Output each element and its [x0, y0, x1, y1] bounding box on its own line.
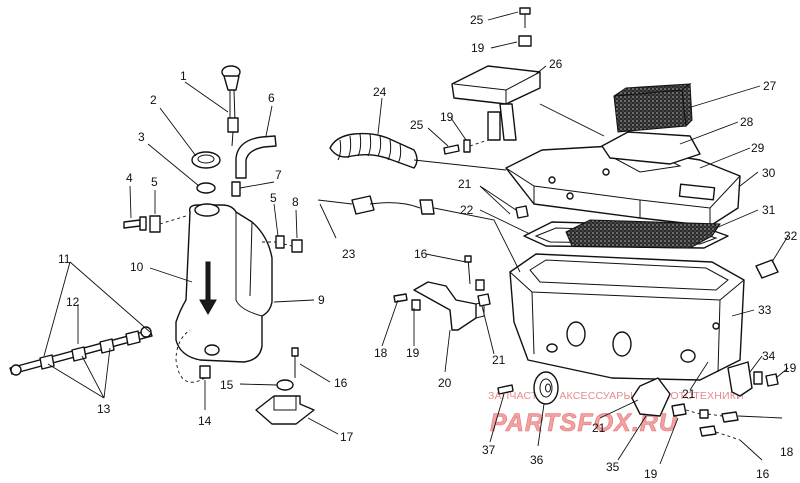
callout-30: 30	[762, 166, 776, 180]
callout-20: 20	[438, 376, 452, 390]
callout-35: 35	[606, 460, 620, 474]
side-mount-bracket	[393, 255, 485, 331]
callout-4: 4	[126, 171, 133, 185]
callout-11: 11	[58, 252, 71, 266]
callout-21-lid: 21	[458, 177, 472, 191]
callout-36: 36	[530, 453, 544, 467]
callout-7: 7	[275, 168, 282, 182]
tank-washer-right	[275, 235, 285, 249]
callout-3: 3	[138, 130, 145, 144]
filler-cap	[191, 151, 221, 169]
throttle-cable	[317, 195, 435, 215]
filter-element	[565, 219, 721, 249]
callout-15: 15	[220, 378, 234, 392]
bracket-screw	[753, 371, 763, 385]
tank-screw	[123, 216, 147, 231]
leader-lines	[43, 11, 789, 465]
side-washer	[463, 139, 471, 153]
callout-2: 2	[150, 93, 157, 107]
hose-clamp-line	[9, 326, 153, 376]
callout-25-top: 25	[470, 13, 484, 27]
callout-12: 12	[66, 295, 80, 309]
callout-18-left: 18	[374, 346, 388, 360]
callout-19-bottom: 19	[644, 467, 658, 481]
airbox-assembly	[317, 7, 779, 441]
vent-fitting	[231, 181, 241, 197]
callout-32: 32	[784, 229, 798, 243]
callout-13: 13	[97, 402, 111, 416]
callout-19-right: 19	[783, 361, 797, 375]
callout-37: 37	[482, 443, 496, 457]
vent-hose	[235, 135, 277, 179]
tank-washer	[149, 215, 161, 233]
callout-24: 24	[373, 85, 387, 99]
watermark-logo: PARTSFOX.RU	[490, 409, 678, 437]
callout-19-mount: 19	[406, 346, 420, 360]
filter-plate	[601, 131, 701, 165]
callout-25-side: 25	[410, 118, 424, 132]
grommet-lid	[515, 205, 529, 219]
callout-21-base: 21	[682, 387, 696, 401]
watermark-tagline: ЗАПЧАСТИ И АКСЕССУАРЫ ДЛЯ МОТОТЕХНИКИ	[488, 390, 744, 402]
callout-labels: 1 2 3 4 5 5 6 7 8 9 10 11 12 13 14 15 16…	[58, 13, 798, 481]
callout-14: 14	[198, 414, 212, 428]
base-bracket	[631, 377, 741, 441]
callout-21-bottom: 21	[592, 421, 606, 435]
top-bolt	[518, 7, 532, 47]
callout-10: 10	[130, 260, 144, 274]
cap-seal	[196, 182, 216, 194]
callout-31: 31	[762, 203, 776, 217]
upper-bracket	[451, 65, 541, 141]
callout-8: 8	[292, 195, 299, 209]
callout-19-top: 19	[471, 41, 485, 55]
lower-bracket	[727, 361, 753, 397]
grommet-bracket	[477, 293, 491, 307]
fill-direction-arrow	[199, 261, 217, 316]
callout-26: 26	[549, 57, 563, 71]
airbox-base	[509, 253, 745, 381]
callout-16-right: 16	[756, 467, 770, 481]
callout-21-mount: 21	[492, 353, 506, 367]
callout-17: 17	[340, 430, 354, 444]
tank-mount-bracket	[255, 347, 315, 425]
callout-29: 29	[751, 141, 765, 155]
callout-16-mid: 16	[414, 247, 428, 261]
callout-23: 23	[342, 247, 356, 261]
drain-fitting	[175, 329, 220, 383]
bracket-washer	[765, 373, 779, 387]
rubber-mount	[755, 259, 779, 279]
callout-1: 1	[180, 69, 187, 83]
callout-16-left: 16	[334, 376, 348, 390]
tank-nut	[291, 239, 303, 253]
callout-5-right: 5	[270, 191, 277, 205]
callout-19-side: 19	[440, 110, 454, 124]
callout-27: 27	[763, 79, 777, 93]
callout-6: 6	[268, 91, 275, 105]
callout-28: 28	[740, 115, 754, 129]
dipstick	[221, 65, 241, 147]
oil-tank-assembly	[9, 65, 315, 425]
foam-filter-top	[613, 83, 693, 133]
callout-9: 9	[318, 293, 325, 307]
oil-tank	[175, 204, 273, 363]
intake-hose	[329, 132, 418, 169]
callout-33: 33	[758, 303, 772, 317]
callout-34: 34	[762, 349, 776, 363]
pulley	[533, 371, 559, 405]
pulley-bolt	[497, 384, 514, 395]
side-bolt	[443, 144, 460, 155]
callout-5-left: 5	[151, 175, 158, 189]
callout-22: 22	[460, 203, 474, 217]
callout-18-right: 18	[780, 445, 794, 459]
